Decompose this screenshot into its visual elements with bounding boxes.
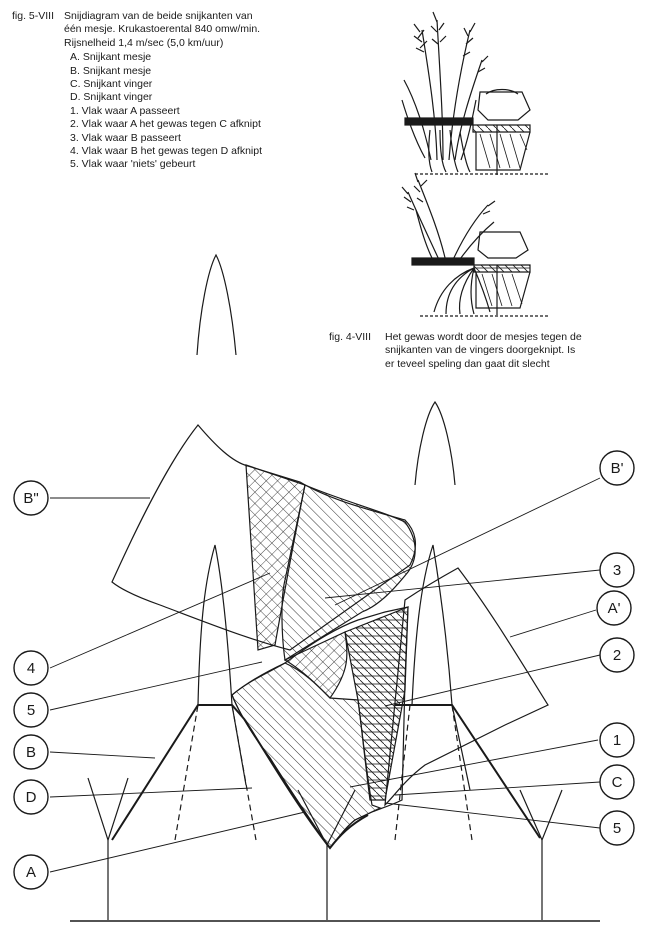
callout-A-prime: A' — [596, 590, 632, 626]
callout-1: 1 — [599, 722, 635, 758]
finger-tip-upper-right — [414, 400, 456, 486]
region-3 — [281, 484, 416, 661]
svg-text:D: D — [26, 789, 37, 806]
legend-item: B. Snijkant mesje — [70, 64, 152, 77]
finger-mid-left — [197, 544, 233, 706]
callout-B-double-prime: B" — [13, 480, 49, 516]
cutter-illustration-top — [401, 11, 548, 175]
svg-text:B": B" — [23, 490, 38, 507]
callout-leaders — [49, 477, 601, 873]
caption-figure-number: fig. 4-VIII — [329, 331, 372, 343]
finger-left-dashed — [174, 704, 257, 841]
knife-section-right — [395, 704, 541, 839]
callout-B: B — [13, 734, 49, 770]
svg-text:3: 3 — [613, 562, 621, 579]
callout-3: 3 — [599, 552, 635, 588]
svg-text:B': B' — [611, 460, 624, 477]
guard-v-left — [87, 777, 129, 842]
svg-text:2: 2 — [613, 647, 621, 664]
legend-figure-number: fig. 5-VIII — [12, 10, 55, 22]
finger-mid-right — [411, 544, 453, 706]
legend-line: één mesje. Krukastoerental 840 omw/min. — [64, 23, 261, 36]
callout-B-prime: B' — [599, 450, 635, 486]
cutter-illustration-bottom — [401, 172, 548, 317]
caption-line: Het gewas wordt door de mesjes tegen de — [385, 331, 582, 343]
caption-line: snijkanten van de vingers doorgeknipt. I… — [385, 344, 576, 357]
legend-item: 5. Vlak waar 'niets' gebeurt — [70, 158, 196, 171]
legend-item: 4. Vlak waar B het gewas tegen D afknipt — [70, 145, 263, 158]
figure-caption: fig. 4-VIII Het gewas wordt door de mesj… — [329, 331, 641, 371]
legend-block: fig. 5-VIII Snijdiagram van de beide sni… — [12, 10, 322, 172]
svg-text:5: 5 — [613, 820, 621, 837]
knife-section-B — [111, 704, 246, 841]
legend-line: Rijsnelheid 1,4 m/sec (5,0 km/uur) — [64, 36, 224, 49]
svg-text:5: 5 — [27, 702, 35, 719]
callouts: B" B' 3 A' 4 2 5 B — [13, 450, 635, 890]
svg-text:B: B — [26, 744, 36, 761]
caption-line: er teveel speling dan gaat dit slecht — [385, 357, 550, 370]
region-1 — [231, 662, 382, 849]
callout-A: A — [13, 854, 49, 890]
guard-v-right — [519, 789, 563, 842]
callout-D: D — [13, 779, 49, 815]
legend-item: D. Snijkant vinger — [70, 91, 153, 104]
svg-text:4: 4 — [27, 660, 35, 677]
callout-C: C — [599, 764, 635, 800]
svg-text:C: C — [612, 774, 623, 791]
legend-item: 1. Vlak waar A passeert — [70, 104, 180, 117]
callout-2: 2 — [599, 637, 635, 673]
legend-item: 3. Vlak waar B passeert — [70, 131, 181, 144]
legend-item: 2. Vlak waar A het gewas tegen C afknipt — [70, 118, 261, 131]
cutting-diagram — [70, 253, 600, 922]
legend-item: C. Snijkant vinger — [70, 78, 153, 91]
finger-tip-upper-left — [196, 253, 237, 356]
callout-5-right: 5 — [599, 810, 635, 846]
svg-text:A': A' — [608, 600, 621, 617]
finger-left — [198, 704, 247, 786]
callout-4: 4 — [13, 650, 49, 686]
svg-text:A: A — [26, 864, 36, 881]
svg-text:1: 1 — [613, 732, 621, 749]
legend-line: Snijdiagram van de beide snijkanten van — [64, 10, 253, 22]
legend-item: A. Snijkant mesje — [70, 51, 152, 64]
finger-right-dashed — [394, 704, 473, 841]
callout-5-left: 5 — [13, 692, 49, 728]
